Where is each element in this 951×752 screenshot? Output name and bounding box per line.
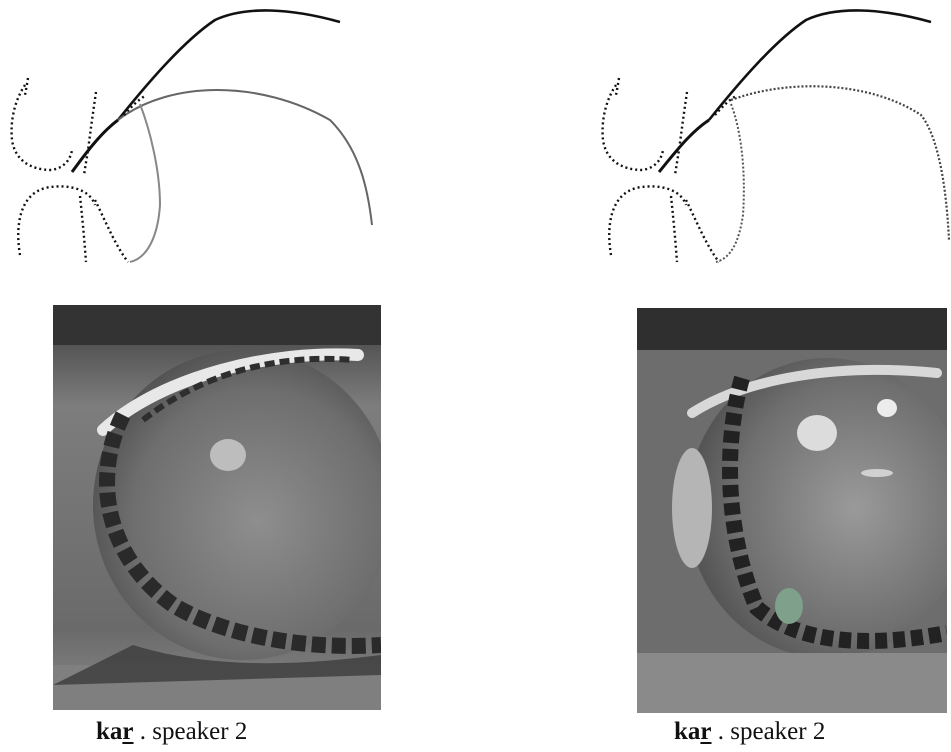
left-bright-blob <box>672 448 712 568</box>
upper-lip-outline <box>603 85 663 170</box>
bright-spot-2 <box>877 399 897 417</box>
alveolar-ridge-line <box>659 120 709 172</box>
lower-teeth-outline <box>671 196 677 262</box>
bright-spot-3 <box>861 469 893 477</box>
speaker-label: speaker 2 <box>730 718 825 745</box>
jaw-outline <box>686 200 719 262</box>
tongue-contour <box>731 86 949 240</box>
floor-band <box>637 653 947 713</box>
upper-teeth-outline <box>675 92 687 175</box>
vocal-tract-tracing-right <box>591 0 951 290</box>
green-spot <box>775 588 803 624</box>
tongue-tip-curl <box>716 104 744 262</box>
bright-spot-1 <box>797 415 837 451</box>
palate-contour <box>709 10 931 120</box>
word-prefix: ka <box>674 718 700 745</box>
tongue-image-right <box>637 308 947 713</box>
word-retroflex: r <box>700 718 711 745</box>
caption-separator: . <box>712 718 731 745</box>
top-dark-band <box>637 308 947 350</box>
caption-right: kar . speaker 2 <box>674 718 825 746</box>
